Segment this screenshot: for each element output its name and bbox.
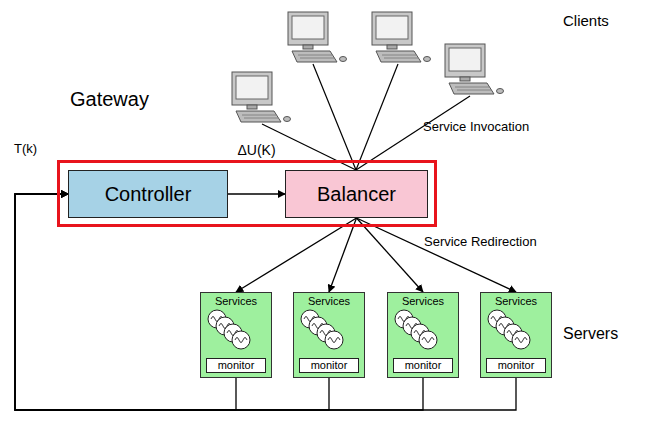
server-title: Services bbox=[402, 295, 444, 308]
server-box: monitor Services bbox=[200, 292, 272, 378]
control-arrow bbox=[357, 218, 517, 292]
service-circle bbox=[512, 331, 530, 349]
service-circle bbox=[419, 331, 437, 349]
monitor-label: monitor bbox=[498, 359, 535, 372]
client-computer bbox=[288, 12, 347, 62]
control-arrow bbox=[236, 218, 357, 292]
client-lines bbox=[262, 64, 470, 170]
server-box: monitor Services bbox=[387, 292, 459, 378]
gateway-box: ControllerBalancerGateway bbox=[57, 160, 437, 227]
server-title: Services bbox=[215, 295, 257, 308]
group-title: Gateway bbox=[70, 88, 149, 111]
client-computer bbox=[372, 12, 431, 62]
group-label: Clients bbox=[563, 12, 609, 29]
client-computer bbox=[445, 44, 504, 94]
box-label: Controller bbox=[105, 183, 192, 206]
monitor-label: monitor bbox=[311, 359, 348, 372]
flow-label: Service Redirection bbox=[424, 235, 537, 250]
control-arrow bbox=[228, 193, 285, 194]
server-box: monitor Services bbox=[293, 292, 365, 378]
control-arrow bbox=[357, 218, 424, 292]
monitor-box: monitor bbox=[299, 358, 359, 373]
controller-box: Controller bbox=[68, 170, 228, 218]
monitor-label: monitor bbox=[405, 359, 442, 372]
control-arrow bbox=[329, 218, 357, 292]
invocation-line bbox=[313, 64, 356, 170]
server-title: Services bbox=[495, 295, 537, 308]
monitor-box: monitor bbox=[206, 358, 266, 373]
service-circle bbox=[325, 331, 343, 349]
flow-label: Service Invocation bbox=[423, 120, 529, 135]
server-title: Services bbox=[308, 295, 350, 308]
monitor-box: monitor bbox=[393, 358, 453, 373]
signal-label: ΔU(K) bbox=[236, 142, 276, 158]
balancer-box: Balancer bbox=[285, 170, 428, 218]
monitor-box: monitor bbox=[486, 358, 546, 373]
monitor-label: monitor bbox=[218, 359, 255, 372]
box-label: Balancer bbox=[317, 183, 396, 206]
server-box: monitor Services bbox=[480, 292, 552, 378]
signal-label: T(k) bbox=[14, 142, 37, 157]
invocation-line bbox=[356, 64, 398, 170]
client-computer bbox=[232, 72, 291, 122]
service-circle bbox=[232, 331, 250, 349]
group-label: Servers bbox=[563, 325, 618, 343]
